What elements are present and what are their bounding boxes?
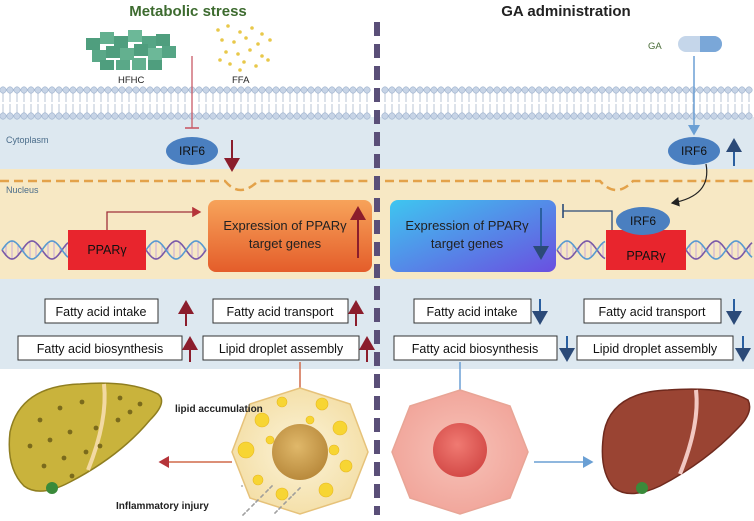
ffa-icon <box>216 24 272 72</box>
right-function-boxes: Fatty acid intake Fatty acid biosynthesi… <box>393 298 751 362</box>
box-fatty-acid-biosynthesis-right <box>393 335 558 361</box>
ppar-box-right <box>606 230 686 270</box>
title-ga-administration: GA administration <box>501 3 630 20</box>
ga-pill-icon <box>678 36 722 52</box>
healthy-hepatocyte <box>391 389 529 515</box>
nuclear-membrane-left <box>0 179 370 192</box>
expression-line1-left: Expression of PPARγ <box>223 218 347 233</box>
box-fatty-acid-biosynthesis-left <box>17 335 183 361</box>
text-fatty-acid-biosynthesis-right: Fatty acid biosynthesis <box>412 342 538 356</box>
expression-line2-right: target genes <box>431 236 504 251</box>
dna-strand-left <box>1 240 207 260</box>
inflammatory-injury-label: Inflammatory injury <box>116 501 209 512</box>
irf6-translocation-arrow <box>670 163 708 207</box>
text-fatty-acid-transport-right: Fatty acid transport <box>599 305 707 319</box>
lipid-accumulation-label: lipid accumulation <box>175 404 263 415</box>
text-fatty-acid-transport-left: Fatty acid transport <box>227 305 335 319</box>
irf6-node-right <box>668 137 720 165</box>
left-function-boxes: Fatty acid intake Fatty acid biosynthesi… <box>17 298 375 362</box>
ppar-label-right: PPARγ <box>626 249 666 263</box>
ppar-activation-arrow <box>106 206 202 230</box>
text-lipid-droplet-assembly-left: Lipid droplet assembly <box>219 342 344 356</box>
box-fatty-acid-intake-left <box>44 298 159 324</box>
box-fatty-acid-intake-right <box>413 298 532 324</box>
ppar-inhibition-line <box>563 210 613 230</box>
ffa-label: FFA <box>232 75 250 86</box>
title-metabolic-stress: Metabolic stress <box>129 3 247 20</box>
healthy-liver-icon <box>601 388 751 495</box>
irf6-bound-node <box>616 207 670 235</box>
ga-label: GA <box>648 41 662 52</box>
cell-membrane <box>0 86 753 120</box>
expression-box-left <box>208 200 372 272</box>
nucleus-label: Nucleus <box>6 185 39 195</box>
text-lipid-droplet-assembly-right: Lipid droplet assembly <box>593 342 718 356</box>
expression-line1-right: Expression of PPARγ <box>405 218 529 233</box>
irf6-label-left: IRF6 <box>179 144 205 158</box>
hfhc-label: HFHC <box>118 75 145 86</box>
box-lipid-droplet-assembly-left <box>202 335 360 361</box>
box-lipid-droplet-assembly-right <box>576 335 734 361</box>
steatotic-hepatocyte <box>231 387 369 516</box>
cytoplasm-label: Cytoplasm <box>6 135 49 145</box>
hfhc-icon <box>86 30 176 70</box>
ppar-box-left <box>68 230 146 270</box>
dna-strand-right <box>556 240 753 260</box>
nuclear-membrane-right <box>385 179 754 192</box>
text-fatty-acid-biosynthesis-left: Fatty acid biosynthesis <box>37 342 163 356</box>
irf6-bound-label: IRF6 <box>630 214 656 228</box>
ppar-label-left: PPARγ <box>87 243 127 257</box>
expression-line2-left: target genes <box>249 236 322 251</box>
text-fatty-acid-intake-right: Fatty acid intake <box>426 305 517 319</box>
box-fatty-acid-transport-right <box>583 298 722 324</box>
expression-box-right <box>390 200 556 272</box>
text-fatty-acid-intake-left: Fatty acid intake <box>55 305 146 319</box>
irf6-label-right: IRF6 <box>681 144 707 158</box>
fatty-liver-icon <box>8 382 163 494</box>
irf6-node-left <box>166 137 218 165</box>
